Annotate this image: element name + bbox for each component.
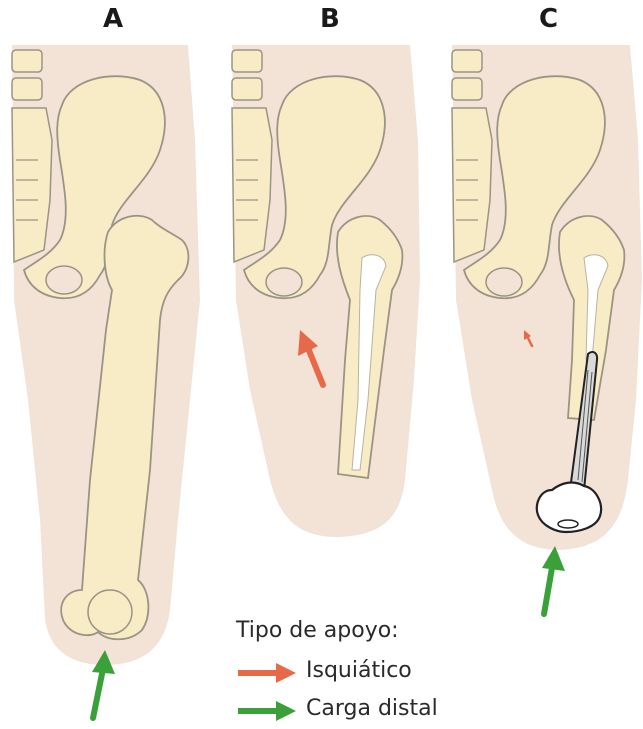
obturator-a <box>46 266 82 294</box>
panel-a <box>12 45 200 718</box>
legend-label-distal: Carga distal <box>306 696 438 721</box>
legend-label-ischial: Isquiático <box>306 658 412 683</box>
red-arrow-icon <box>236 662 298 684</box>
green-arrow-icon <box>236 700 298 722</box>
femoral-condyle-a <box>88 590 132 634</box>
implant-cap-port-c <box>558 520 578 528</box>
distal-load-arrow-c <box>542 546 565 614</box>
panel-c <box>452 45 642 614</box>
panel-b <box>232 45 420 537</box>
obturator-b <box>266 268 302 296</box>
legend-title: Tipo de apoyo: <box>236 618 399 643</box>
obturator-c <box>486 268 522 296</box>
